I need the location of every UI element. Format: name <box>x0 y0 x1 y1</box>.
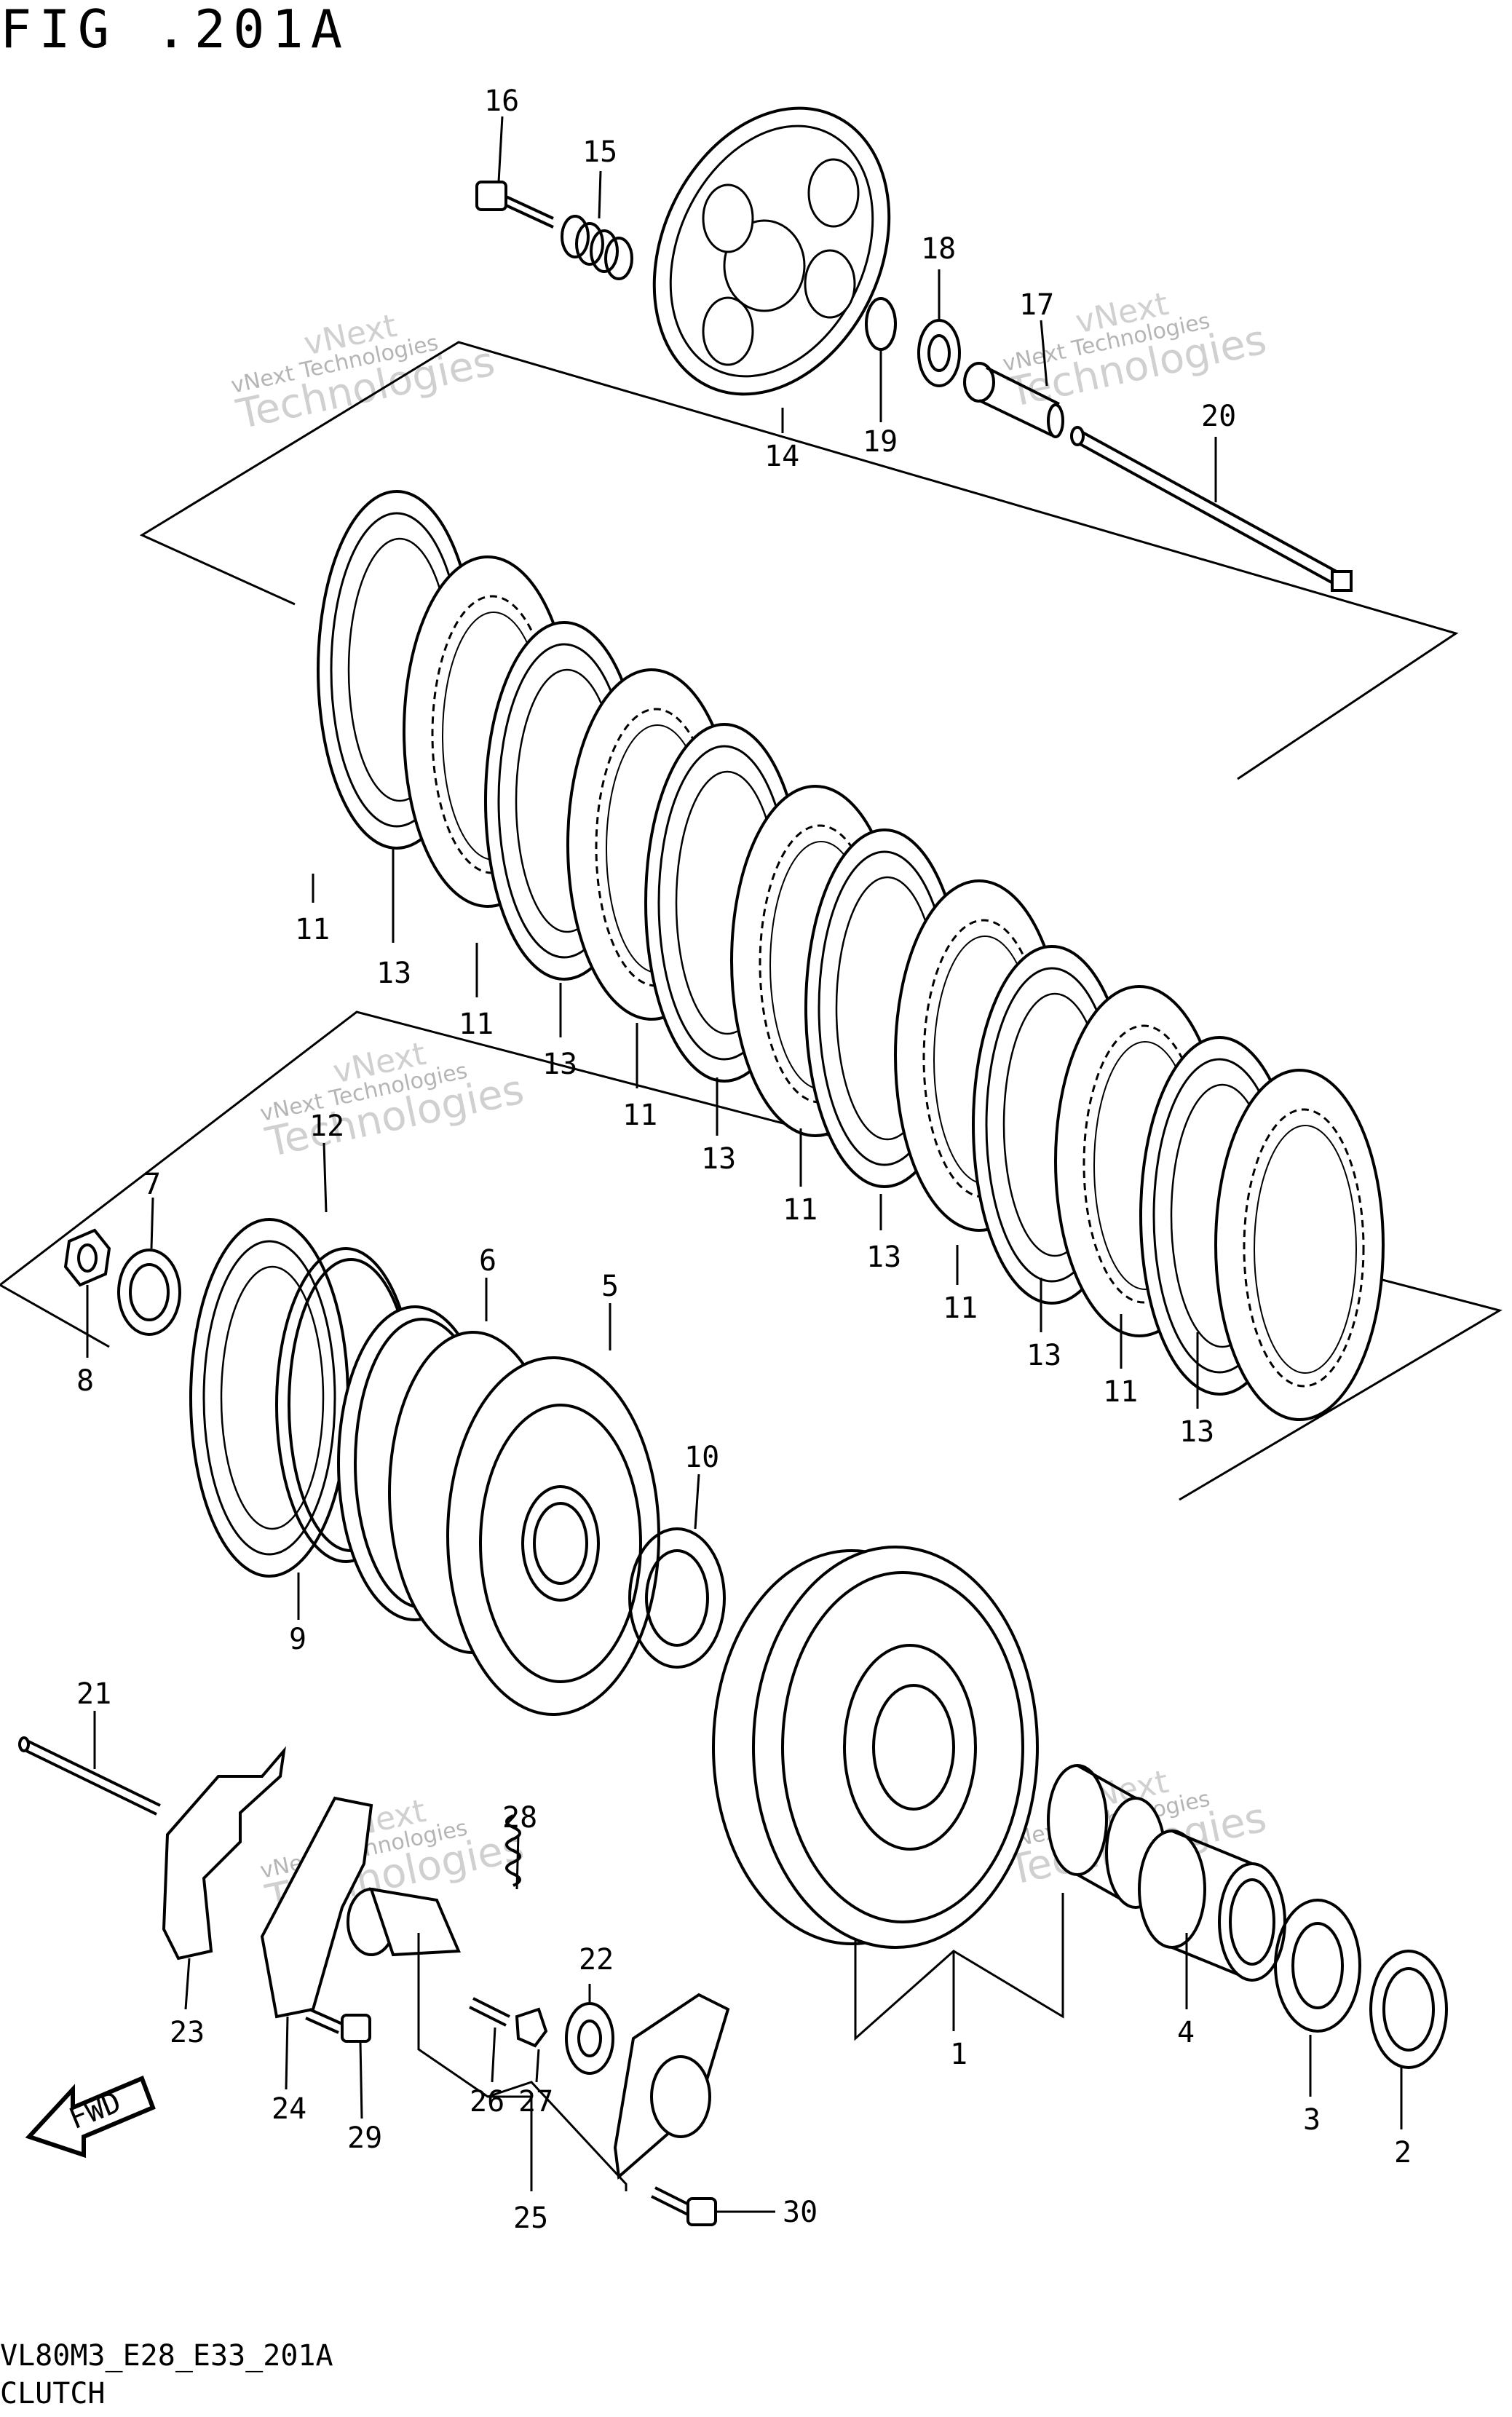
callout-11-e: 11 <box>943 1291 978 1325</box>
release-cam-25 <box>347 1887 461 1957</box>
pressure-plate-14 <box>652 106 891 396</box>
callout-15: 15 <box>582 135 617 169</box>
callout-8: 8 <box>76 1364 94 1398</box>
callout-3: 3 <box>1303 2103 1321 2137</box>
callout-26: 26 <box>470 2085 504 2119</box>
figure-title: FIG .201A <box>0 0 350 60</box>
thrust-washer-3 <box>1274 1899 1361 2033</box>
assembly-outlines <box>0 341 1503 1501</box>
callout-4: 4 <box>1177 2016 1195 2049</box>
spring-bolt-16 <box>475 181 554 229</box>
callout-11-c: 11 <box>622 1099 657 1132</box>
middle-assembly-outline <box>0 1010 1503 1501</box>
push-rod-20 <box>1070 426 1353 592</box>
bolt-29 <box>305 2008 371 2043</box>
callout-1: 1 <box>950 2038 967 2071</box>
callout-9: 9 <box>289 1623 306 1656</box>
callout-28: 28 <box>502 1801 537 1835</box>
callout-16: 16 <box>484 84 519 118</box>
diagram-code: VL80M3_E28_E33_201A <box>0 2339 333 2373</box>
washer-19 <box>865 297 897 351</box>
callout-13-a: 13 <box>376 957 411 990</box>
push-piece-17 <box>963 362 1064 438</box>
callout-6: 6 <box>479 1244 496 1278</box>
thrust-washer-10 <box>628 1527 726 1669</box>
callout-labels: 16 15 18 17 20 19 14 11 13 11 13 11 13 1… <box>76 84 1412 2235</box>
needle-bearing-4 <box>1138 1829 1286 1982</box>
oil-seal-2 <box>1369 1950 1448 2069</box>
callout-13-b: 13 <box>542 1048 577 1081</box>
driven-plate-13 <box>1214 1069 1385 1421</box>
callout-19: 19 <box>863 425 898 459</box>
release-pin-21 <box>18 1736 161 1816</box>
sleeve-hub-5 <box>388 1331 660 1716</box>
spring-28 <box>505 1814 521 1887</box>
nut-8 <box>63 1228 111 1287</box>
callout-13-e: 13 <box>1026 1339 1061 1372</box>
plate-24 <box>260 1796 373 2019</box>
callout-12: 12 <box>309 1109 344 1143</box>
callout-21: 21 <box>76 1677 111 1711</box>
clutch-spring-15 <box>561 215 633 280</box>
callout-11-b: 11 <box>459 1008 494 1041</box>
callout-18: 18 <box>921 232 956 266</box>
bearing-22 <box>565 2002 614 2075</box>
callout-13-c: 13 <box>701 1142 736 1176</box>
callout-13-f: 13 <box>1179 1415 1214 1449</box>
fwd-arrow-icon: FWD <box>25 2076 156 2159</box>
watermark-1: vNext vNext Technologies Technologies <box>229 307 499 439</box>
callout-30: 30 <box>783 2196 818 2229</box>
callout-24: 24 <box>272 2092 306 2126</box>
callout-7: 7 <box>143 1168 161 1201</box>
callout-11-a: 11 <box>295 913 330 946</box>
bracket-23 <box>162 1746 286 1961</box>
callout-5: 5 <box>601 1270 619 1303</box>
upper-assembly-outline <box>139 341 1459 780</box>
callout-17: 17 <box>1019 288 1054 322</box>
callout-25: 25 <box>513 2202 548 2235</box>
callout-14: 14 <box>764 440 799 473</box>
callout-22: 22 <box>579 1943 614 1977</box>
callout-23: 23 <box>170 2016 205 2049</box>
callout-27: 27 <box>518 2085 553 2119</box>
callout-29: 29 <box>347 2121 382 2155</box>
washer-7 <box>117 1249 181 1336</box>
callout-20: 20 <box>1201 400 1236 433</box>
callout-10: 10 <box>684 1441 719 1474</box>
leader-lines <box>86 116 1403 2213</box>
callout-13-d: 13 <box>866 1241 901 1274</box>
diagram-caption: CLUTCH <box>0 2377 106 2410</box>
lock-nut-27 <box>515 2007 548 2048</box>
release-cover <box>613 1993 730 2180</box>
callout-2: 2 <box>1394 2136 1412 2169</box>
adjust-screw-26 <box>469 1997 510 2027</box>
callout-11-d: 11 <box>783 1193 818 1227</box>
callout-11-f: 11 <box>1103 1375 1138 1409</box>
primary-driven-gear-1 <box>712 1546 1039 1949</box>
bolt-30 <box>651 2186 717 2226</box>
bearing-18 <box>917 319 961 387</box>
